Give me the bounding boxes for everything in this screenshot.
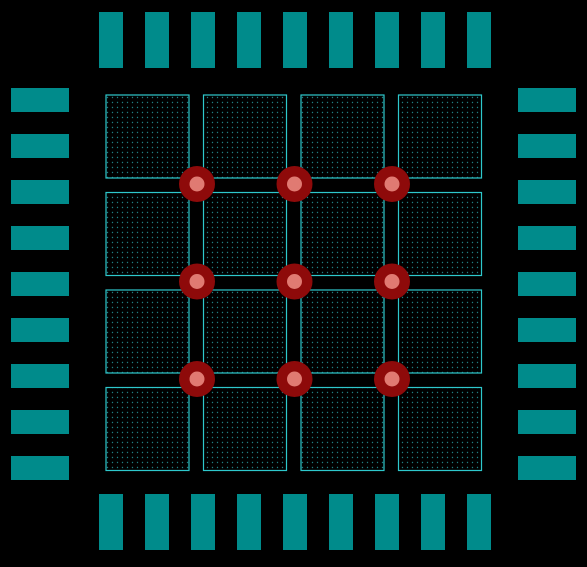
via-r1-c1 xyxy=(179,166,215,202)
bottom-pad-9 xyxy=(467,494,491,550)
top-pad-6 xyxy=(329,12,353,68)
top-pad-9 xyxy=(467,12,491,68)
bottom-pad-8 xyxy=(421,494,445,550)
paste-square-r3-c1 xyxy=(105,289,190,374)
right-pad-9 xyxy=(518,456,576,480)
via-r1-c3 xyxy=(374,166,410,202)
via-r3-c3 xyxy=(374,361,410,397)
via-drill xyxy=(384,371,400,387)
paste-square-r4-c3 xyxy=(300,386,385,472)
left-pad-4 xyxy=(11,226,69,250)
paste-square-r1-c4 xyxy=(397,94,483,179)
paste-square-r3-c3 xyxy=(300,289,385,374)
top-pad-8 xyxy=(421,12,445,68)
left-pad-5 xyxy=(11,272,69,296)
left-pad-2 xyxy=(11,134,69,158)
via-drill xyxy=(189,176,205,192)
paste-square-r2-c1 xyxy=(105,191,190,277)
paste-square-r2-c3 xyxy=(300,191,385,277)
right-pad-7 xyxy=(518,364,576,388)
bottom-pad-4 xyxy=(237,494,261,550)
right-pad-6 xyxy=(518,318,576,342)
via-drill xyxy=(384,274,400,289)
via-drill xyxy=(287,176,302,192)
top-pad-5 xyxy=(283,12,307,68)
right-pad-3 xyxy=(518,180,576,204)
paste-square-r1-c2 xyxy=(202,94,288,179)
paste-square-r4-c1 xyxy=(105,386,190,472)
paste-square-r1-c1 xyxy=(105,94,190,179)
via-r2-c3 xyxy=(374,263,410,300)
top-pad-3 xyxy=(191,12,215,68)
top-pad-4 xyxy=(237,12,261,68)
bottom-pad-3 xyxy=(191,494,215,550)
right-pad-2 xyxy=(518,134,576,158)
left-pad-9 xyxy=(11,456,69,480)
right-pad-5 xyxy=(518,272,576,296)
thermal-via-grid xyxy=(179,166,410,397)
via-r3-c1 xyxy=(179,361,215,397)
left-pad-8 xyxy=(11,410,69,434)
paste-square-r3-c4 xyxy=(397,289,483,374)
top-pad-2 xyxy=(145,12,169,68)
thermal-pad-paste-grid xyxy=(105,94,483,472)
via-drill xyxy=(287,274,302,289)
bottom-pad-6 xyxy=(329,494,353,550)
bottom-pad-2 xyxy=(145,494,169,550)
left-pad-1 xyxy=(11,88,69,112)
right-pad-4 xyxy=(518,226,576,250)
bottom-pad-7 xyxy=(375,494,399,550)
via-drill xyxy=(189,274,205,289)
paste-square-r2-c2 xyxy=(202,191,288,277)
via-drill xyxy=(384,176,400,192)
top-pad-7 xyxy=(375,12,399,68)
paste-square-r2-c4 xyxy=(397,191,483,277)
left-pad-6 xyxy=(11,318,69,342)
left-pad-7 xyxy=(11,364,69,388)
via-r2-c2 xyxy=(276,263,313,300)
top-pad-row xyxy=(99,12,491,68)
via-r2-c1 xyxy=(179,263,215,300)
bottom-pad-row xyxy=(99,494,491,550)
via-drill xyxy=(287,371,302,387)
bottom-pad-1 xyxy=(99,494,123,550)
via-drill xyxy=(189,371,205,387)
top-pad-1 xyxy=(99,12,123,68)
paste-square-r4-c4 xyxy=(397,386,483,472)
left-pad-column xyxy=(11,88,69,480)
paste-square-r4-c2 xyxy=(202,386,288,472)
right-pad-1 xyxy=(518,88,576,112)
paste-square-r3-c2 xyxy=(202,289,288,374)
left-pad-3 xyxy=(11,180,69,204)
via-r1-c2 xyxy=(276,166,313,202)
right-pad-8 xyxy=(518,410,576,434)
bottom-pad-5 xyxy=(283,494,307,550)
paste-square-r1-c3 xyxy=(300,94,385,179)
right-pad-column xyxy=(518,88,576,480)
via-r3-c2 xyxy=(276,361,313,397)
